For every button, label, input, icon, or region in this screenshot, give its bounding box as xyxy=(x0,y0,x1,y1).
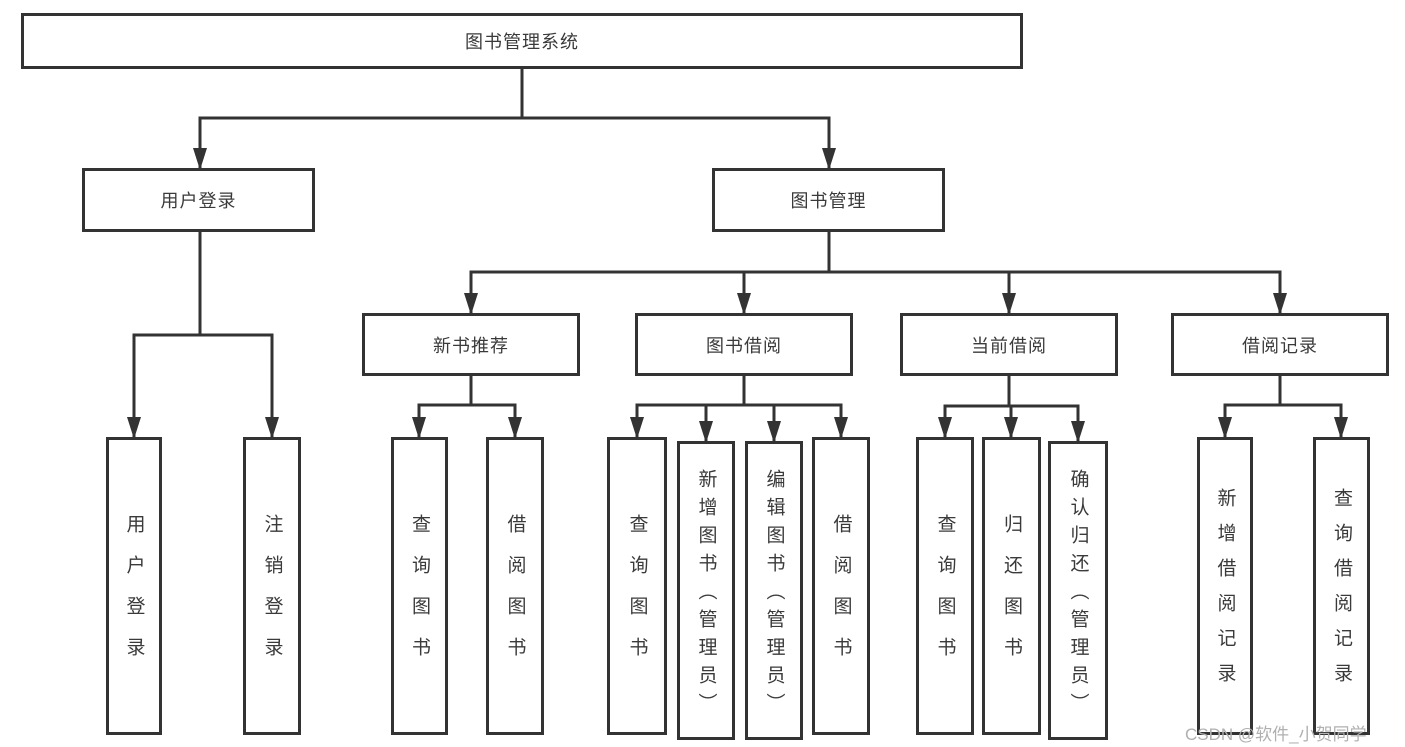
node-label: 新增图书（管理员） xyxy=(695,468,717,721)
node-current-borrowing: 当前借阅 xyxy=(900,313,1118,376)
node-user-login-leaf: 用户登录 xyxy=(106,437,162,735)
node-label: 查询图书 xyxy=(934,514,956,678)
node-confirm-return-admin: 确认归还（管理员） xyxy=(1048,441,1108,740)
node-label: 当前借阅 xyxy=(971,335,1047,356)
node-label: 编辑图书（管理员） xyxy=(763,468,785,721)
node-edit-books-admin: 编辑图书（管理员） xyxy=(745,441,803,740)
connector-paths xyxy=(132,69,1343,441)
node-query-books-borrowing: 查询图书 xyxy=(607,437,667,735)
node-book-borrowing: 图书借阅 xyxy=(635,313,853,376)
node-label: 图书借阅 xyxy=(706,335,782,356)
node-label: 图书管理系统 xyxy=(465,32,579,52)
node-label: 新增借阅记录 xyxy=(1214,488,1236,698)
node-library-management-system: 图书管理系统 xyxy=(21,13,1023,69)
node-label: 确认归还（管理员） xyxy=(1067,468,1089,721)
node-label: 归还图书 xyxy=(1001,514,1022,678)
arrowheads xyxy=(127,148,1348,443)
node-borrow-books-recommend: 借阅图书 xyxy=(486,437,544,735)
node-add-borrow-record: 新增借阅记录 xyxy=(1197,437,1253,735)
node-borrowing-records: 借阅记录 xyxy=(1171,313,1389,376)
node-query-books-recommend: 查询图书 xyxy=(391,437,448,735)
node-logout: 注销登录 xyxy=(243,437,301,735)
node-query-books-current: 查询图书 xyxy=(916,437,974,735)
node-query-borrow-record: 查询借阅记录 xyxy=(1313,437,1370,735)
node-user-login: 用户登录 xyxy=(82,168,315,232)
node-label: 用户登录 xyxy=(160,191,237,211)
node-label: 注销登录 xyxy=(261,514,283,678)
node-label: 新书推荐 xyxy=(433,335,509,356)
node-label: 查询借阅记录 xyxy=(1331,488,1352,698)
node-new-book-recommendation: 新书推荐 xyxy=(362,313,580,376)
node-label: 借阅记录 xyxy=(1242,335,1318,356)
node-return-books: 归还图书 xyxy=(982,437,1041,735)
node-label: 查询图书 xyxy=(409,514,430,678)
node-label: 借阅图书 xyxy=(830,514,852,678)
node-label: 用户登录 xyxy=(123,514,145,678)
node-label: 查询图书 xyxy=(626,514,648,678)
node-label: 图书管理 xyxy=(790,191,867,211)
node-book-management: 图书管理 xyxy=(712,168,945,232)
node-borrow-books-borrowing: 借阅图书 xyxy=(812,437,870,735)
node-label: 借阅图书 xyxy=(504,514,526,678)
watermark-csdn: CSDN @软件_小贺同学 xyxy=(1185,725,1367,744)
node-add-books-admin: 新增图书（管理员） xyxy=(677,441,735,740)
